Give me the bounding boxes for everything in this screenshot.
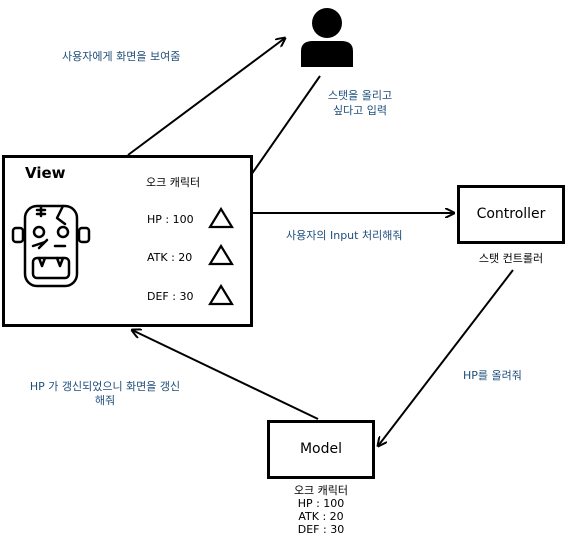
view-stat-def: DEF : 30 — [147, 290, 194, 303]
atk-up-button[interactable] — [208, 243, 234, 266]
triangle-up-icon — [208, 206, 234, 229]
label-controller-to-model: HP를 올려줘 — [463, 369, 522, 382]
model-character-name: 오크 캐릭터 — [293, 484, 349, 497]
arrow-view-to-user — [127, 38, 285, 156]
controller-box: Controller — [457, 185, 565, 244]
arrow-model-to-view — [132, 330, 319, 420]
def-up-button[interactable] — [208, 283, 234, 306]
model-box: Model — [267, 420, 375, 479]
view-title: View — [25, 164, 66, 182]
triangle-up-icon — [208, 243, 234, 266]
arrow-controller-to-model — [378, 269, 514, 446]
label-view-to-controller: 사용자의 Input 처리해줘 — [286, 229, 403, 242]
user-action-label-line1: 스탯을 올리고 — [327, 89, 393, 102]
triangle-up-icon — [208, 283, 234, 306]
user-icon — [297, 5, 357, 69]
label-model-to-view-line2: 해줘 — [94, 394, 116, 407]
view-stat-hp: HP : 100 — [147, 213, 194, 226]
controller-title: Controller — [476, 206, 546, 222]
model-stat-atk: ATK : 20 — [298, 510, 344, 523]
model-data: 오크 캐릭터 HP : 100 ATK : 20 DEF : 30 — [267, 484, 375, 536]
controller-subtitle: 스탯 컨트롤러 — [478, 252, 544, 265]
hp-up-button[interactable] — [208, 206, 234, 229]
label-model-to-view-line1: HP 가 갱신되었으니 화면을 갱신 — [29, 380, 181, 393]
view-character-name: 오크 캐릭터 — [146, 176, 201, 189]
user-action-label-line2: 싶다고 입력 — [332, 104, 388, 117]
user-action-label: 스탯을 올리고 싶다고 입력 — [306, 88, 414, 118]
orc-face-icon — [11, 202, 91, 292]
model-title: Model — [299, 441, 343, 457]
view-stat-atk: ATK : 20 — [147, 251, 193, 264]
model-stat-def: DEF : 30 — [297, 523, 345, 536]
label-view-to-user: 사용자에게 화면을 보여줌 — [62, 50, 181, 63]
view-box: View 오크 캐릭터 HP : 100 ATK : 20 DEF : 30 — [2, 155, 253, 327]
model-stat-hp: HP : 100 — [297, 497, 345, 510]
label-model-to-view: HP 가 갱신되었으니 화면을 갱신 해줘 — [10, 380, 200, 408]
